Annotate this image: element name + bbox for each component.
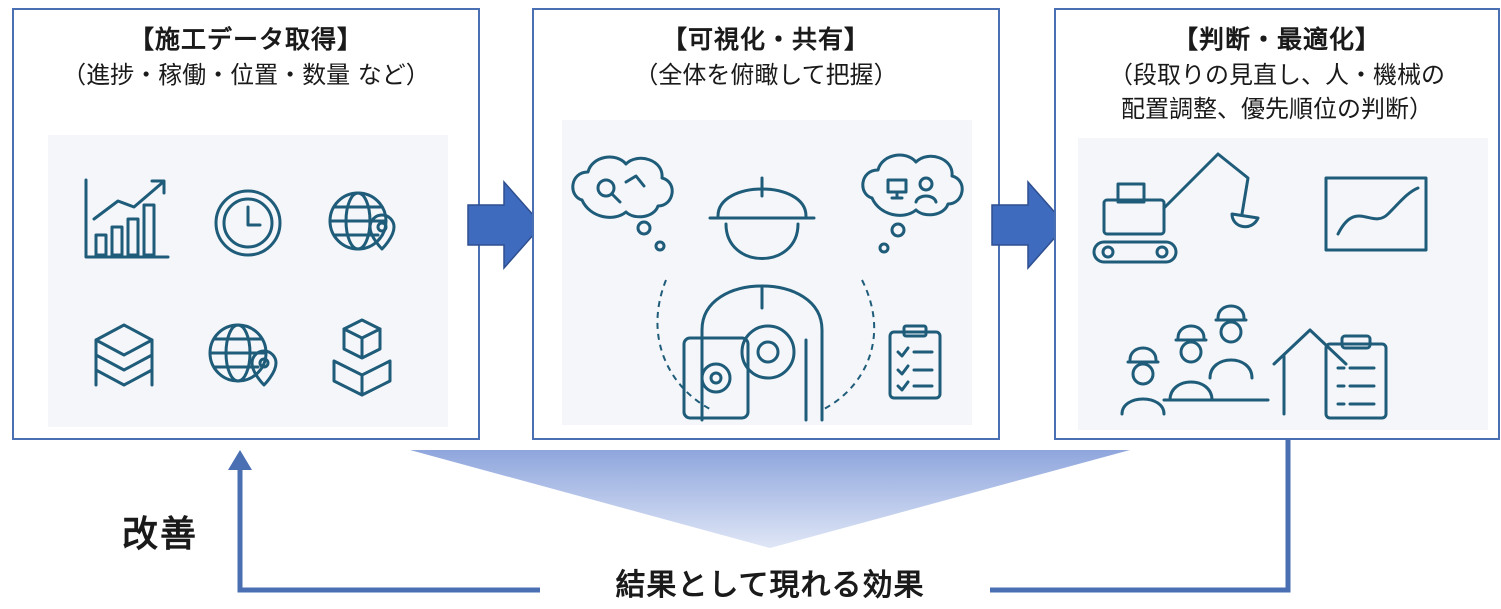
tablet-gear-icon (682, 324, 796, 420)
feedback-arrowhead (228, 450, 252, 470)
panel-visualization: 【可視化・共有】 （全体を俯瞰して把握） (532, 8, 1000, 440)
workers-group-icon (1120, 304, 1270, 416)
panel-illustration (48, 135, 448, 427)
panel-title: 【施工データ取得】 (128, 25, 363, 54)
panel-optimization: 【判断・最適化】 （段取りの見直し、人・機械の 配置調整、優先順位の判断） (1054, 8, 1500, 440)
checklist-icon (888, 324, 942, 400)
feedback-label: 改善 (122, 514, 199, 555)
result-label: 結果として現れる効果 (560, 560, 980, 604)
layers-icon (94, 323, 154, 387)
panel-subtitle-line: （全体を俯瞰して把握） (634, 61, 898, 89)
panel-illustration (1078, 138, 1488, 430)
flow-arrow-2 (991, 180, 1068, 270)
excavator-icon (1092, 152, 1260, 264)
bar-chart-icon (84, 178, 170, 259)
panel-subtitle-line: （段取りの見直し、人・機械の (1109, 61, 1445, 89)
panel-subtitle-line: （進捗・稼働・位置・数量 など） (62, 61, 430, 89)
feedback-loop-line (237, 440, 1291, 593)
globe-pin-icon (328, 191, 396, 251)
panel-illustration (562, 120, 972, 425)
panel-subtitle: （全体を俯瞰して把握） (534, 58, 998, 92)
clock-icon (214, 189, 282, 257)
trend-chart-icon (1324, 176, 1428, 252)
flow-arrow-1 (467, 180, 544, 270)
network-thought-icon (861, 153, 964, 254)
panel-subtitle: （段取りの見直し、人・機械の 配置調整、優先順位の判断） (1056, 58, 1498, 126)
panel-subtitle-line: 配置調整、優先順位の判断） (1121, 95, 1433, 123)
worker-icon (700, 176, 824, 422)
panel-title: 【可視化・共有】 (661, 25, 870, 54)
house-clipboard-icon (1272, 328, 1388, 420)
globe-pin-icon (208, 323, 278, 387)
panel-title: 【判断・最適化】 (1172, 25, 1381, 54)
panel-subtitle: （進捗・稼働・位置・数量 など） (14, 58, 478, 92)
search-thought-icon (571, 155, 674, 252)
boxes-icon (332, 318, 392, 397)
panel-data-acquisition: 【施工データ取得】 （進捗・稼働・位置・数量 など） (12, 8, 480, 440)
